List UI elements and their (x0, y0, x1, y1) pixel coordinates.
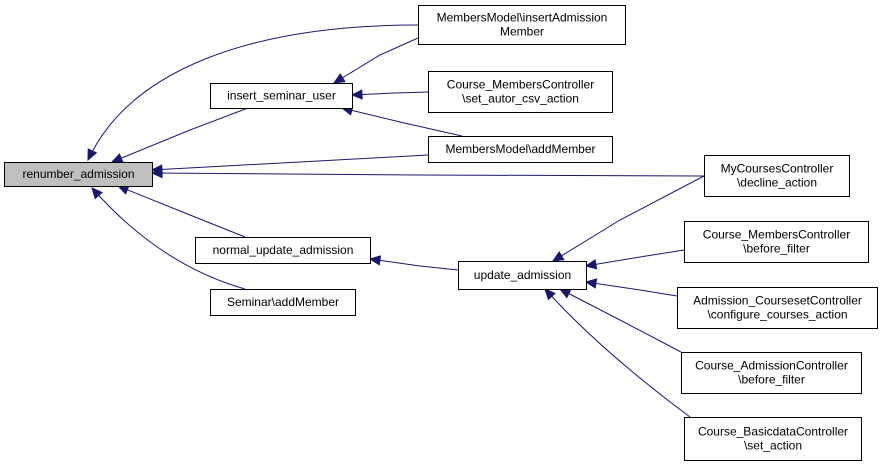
edge-line (351, 91, 429, 96)
node-label: update_admission (474, 268, 571, 282)
edge-line (585, 281, 678, 297)
node-label: Course_BasicdataController (698, 425, 848, 439)
edge-line (111, 107, 249, 163)
node-box[interactable] (704, 155, 850, 197)
node-box[interactable] (210, 83, 353, 109)
node-label: Seminar\addMember (227, 295, 339, 309)
node-label: renumber_admission (22, 167, 134, 181)
node-box[interactable] (677, 287, 878, 329)
edge-course_memberscontroller_setautor-to-insert_seminar_user (350, 89, 429, 100)
arrowhead-icon (368, 255, 382, 266)
node-label: Admission_CoursesetController (693, 294, 862, 308)
edge-line (91, 187, 246, 290)
arrowhead-icon (544, 288, 556, 301)
nodes-layer: renumber_admission insert_seminar_usernor… (4, 5, 878, 461)
node-box[interactable] (684, 221, 869, 263)
node-label: normal_update_admission (213, 243, 354, 257)
edge-line (333, 37, 419, 84)
arrowhead-icon (551, 250, 565, 262)
edge-line (559, 288, 682, 353)
node-label: MembersModel\addMember (445, 142, 595, 156)
edge-update_admission-to-normal_update_admission (368, 255, 459, 271)
node-label: MembersModel\insertAdmission (437, 11, 608, 25)
edges-layer (87, 24, 705, 418)
node-label: \before_filter (738, 373, 805, 387)
edge-line (87, 24, 419, 161)
node-mycoursescontroller-decline[interactable]: MyCoursesController\decline_action (704, 155, 850, 197)
node-label: \configure_courses_action (707, 308, 847, 322)
arrowhead-icon (558, 288, 572, 299)
edge-line (151, 154, 429, 171)
arrowhead-icon (150, 167, 163, 179)
edge-line (552, 175, 705, 262)
edge-insert_seminar_user-to-renumber_admission (110, 107, 249, 163)
arrowhead-icon (110, 153, 124, 163)
edge-course_memberscontroller_beforefilter-to-update_admission (584, 249, 685, 270)
edge-normal_update_admission-to-renumber_admission (116, 185, 246, 238)
edge-seminar_addmember-to-renumber_admission (91, 187, 246, 290)
node-box[interactable] (195, 237, 371, 264)
node-box[interactable] (681, 352, 862, 394)
node-renumber-admission[interactable]: renumber_admission (4, 162, 153, 187)
node-box[interactable] (458, 261, 587, 290)
node-label: Course_MembersController (703, 228, 850, 242)
node-label: MyCoursesController (721, 162, 834, 176)
node-course-admissioncontroller-beforefilter[interactable]: Course_AdmissionController\before_filter (681, 352, 862, 394)
arrowhead-icon (87, 148, 98, 162)
node-label: \decline_action (737, 176, 817, 190)
edge-membersmodel_addmember-to-renumber_admission (150, 154, 429, 175)
node-course-basicdatacontroller-setaction[interactable]: Course_BasicdataController\set_action (684, 417, 862, 461)
edge-line (151, 172, 705, 177)
edge-line (341, 107, 463, 137)
node-insert-seminar-user[interactable]: insert_seminar_user (210, 83, 353, 109)
edge-mycoursescontroller_decline-to-renumber_admission (150, 167, 705, 179)
arrowhead-icon (584, 259, 598, 270)
node-box[interactable] (428, 71, 613, 113)
node-update-admission[interactable]: update_admission (458, 261, 587, 290)
node-label: \set_action (744, 439, 802, 453)
node-normal-update-admission[interactable]: normal_update_admission (195, 237, 371, 264)
edge-line (544, 288, 691, 418)
edge-admission_coursesetcontroller_configure-to-update_admission (584, 278, 678, 297)
node-box[interactable] (4, 162, 153, 187)
edge-line (117, 185, 246, 238)
edge-course_admissioncontroller_beforefilter-to-update_admission (558, 288, 682, 353)
node-label: \set_autor_csv_action (462, 92, 579, 106)
node-box[interactable] (210, 289, 356, 316)
node-box[interactable] (418, 5, 626, 45)
node-course-memberscontroller-setautor[interactable]: Course_MembersController\set_autor_csv_a… (428, 71, 613, 113)
node-label: Member (500, 25, 544, 39)
edge-line (585, 249, 685, 267)
arrowhead-icon (91, 187, 103, 200)
node-box[interactable] (428, 136, 613, 163)
node-label: Course_AdmissionController (695, 359, 848, 373)
node-admission-coursesetcontroller-configure[interactable]: Admission_CoursesetController\configure_… (677, 287, 878, 329)
edge-course_basicdatacontroller_setaction-to-update_admission (544, 288, 691, 418)
arrowhead-icon (584, 278, 598, 289)
edge-line (369, 258, 459, 271)
arrowhead-icon (332, 73, 346, 84)
edge-membersmodel_insertadmission-to-insert_seminar_user (332, 37, 419, 84)
node-label: insert_seminar_user (227, 89, 336, 103)
arrowhead-icon (350, 89, 363, 100)
node-label: \before_filter (743, 242, 810, 256)
node-seminar-addmember[interactable]: Seminar\addMember (210, 289, 356, 316)
node-membersmodel-addmember[interactable]: MembersModel\addMember (428, 136, 613, 163)
node-box[interactable] (684, 417, 862, 461)
node-label: Course_MembersController (447, 78, 594, 92)
edge-mycoursescontroller_decline-to-update_admission (551, 175, 705, 262)
node-course-memberscontroller-beforefilter[interactable]: Course_MembersController\before_filter (684, 221, 869, 263)
edge-membersmodel_insertadmission-to-renumber_admission (87, 24, 419, 162)
